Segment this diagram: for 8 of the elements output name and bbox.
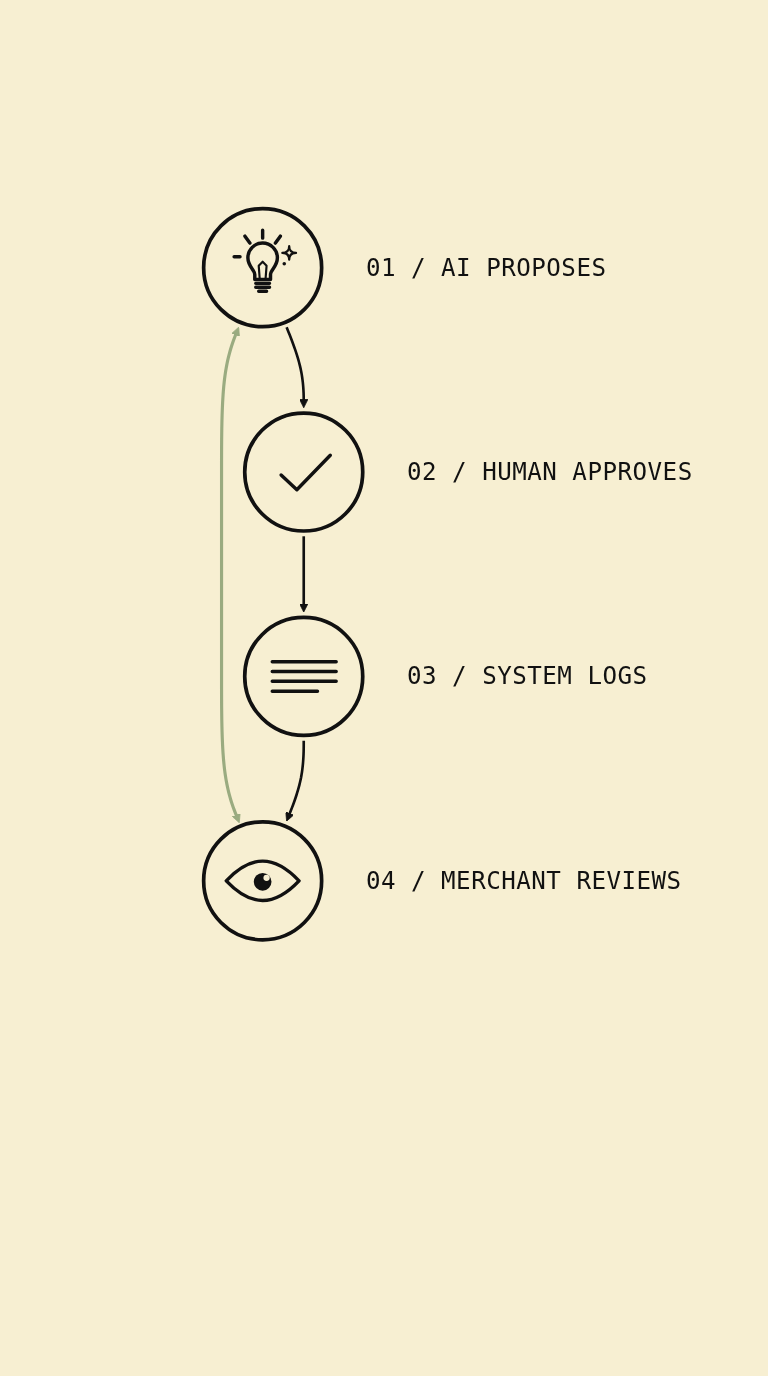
arrow	[285, 327, 309, 409]
step-label: 03 / SYSTEM LOGS	[407, 662, 648, 691]
step-label: 01 / AI PROPOSES	[366, 254, 607, 282]
arrow	[299, 536, 309, 613]
arrow	[285, 741, 306, 822]
step-label: 02 / HUMAN APPROVES	[407, 458, 694, 487]
arrow	[220, 327, 241, 824]
step-label: 04 / MERCHANT REVIEWS	[366, 867, 682, 896]
